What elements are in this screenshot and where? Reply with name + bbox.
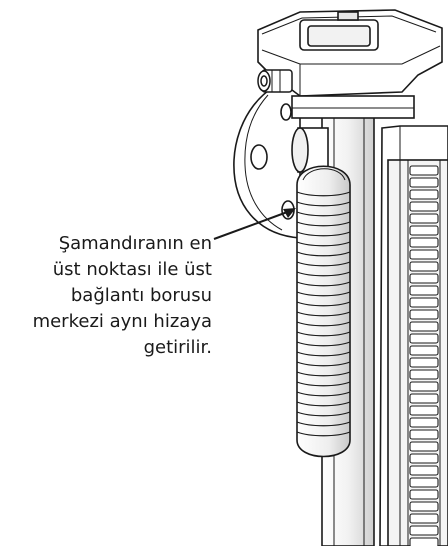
indicator-flap [409, 405, 439, 416]
indicator-flap [409, 213, 439, 224]
indicator-flap [409, 381, 439, 392]
top-housing [257, 9, 443, 119]
indicator-flap [409, 237, 439, 248]
annotation-line-2: üst noktası ile üst [52, 259, 212, 280]
float-rib [296, 301, 351, 307]
indicator-flap [409, 333, 439, 344]
indicator-flap [409, 261, 439, 272]
indicator-flap [409, 513, 439, 524]
indicator-flap [409, 321, 439, 332]
annotation-line-5: getirilir. [143, 337, 212, 358]
float [296, 165, 351, 458]
indicator-flap [409, 489, 439, 500]
indicator-flap [409, 189, 439, 200]
float-rib [296, 331, 351, 337]
cable-gland [257, 69, 293, 93]
float-rib [296, 411, 351, 417]
indicator-flap [409, 273, 439, 284]
indicator-flap [409, 225, 439, 236]
float-rib [296, 371, 351, 377]
indicator-flap [409, 477, 439, 488]
indicator-flap [409, 201, 439, 212]
indicator-flap [409, 357, 439, 368]
float-rib [296, 221, 351, 227]
float-rib [296, 401, 351, 407]
indicator-flap [409, 165, 439, 176]
annotation-line-1: Şamandıranın en [58, 233, 212, 254]
indicator-flap [409, 309, 439, 320]
indicator-flaps [409, 165, 439, 546]
float-rib [296, 191, 351, 197]
annotation-line-4: merkezi aynı hizaya [32, 311, 212, 332]
indicator-flap [409, 417, 439, 428]
float-rib [296, 431, 351, 437]
pointer-arrow [213, 208, 296, 240]
annotation-text: Şamandıranın en üst noktası ile üst bağl… [0, 231, 212, 361]
float-rib [296, 421, 351, 427]
indicator-flap [409, 441, 439, 452]
float-rib [296, 291, 351, 297]
indicator-flap [409, 177, 439, 188]
float-rib [296, 281, 351, 287]
float-rib [296, 241, 351, 247]
float-rib [296, 231, 351, 237]
indicator-flap [409, 297, 439, 308]
float-rib [296, 201, 351, 207]
indicator-flap [409, 465, 439, 476]
annotation-line-3: bağlantı borusu [70, 285, 212, 306]
upper-connection-pipe [291, 127, 329, 173]
float-rib [296, 361, 351, 367]
float-rib [296, 351, 351, 357]
float-rib [296, 391, 351, 397]
indicator-flap [409, 369, 439, 380]
float-rib [296, 251, 351, 257]
connection-flange [233, 77, 301, 239]
float-rib [296, 381, 351, 387]
indicator-flap [409, 501, 439, 512]
indicator-flap [409, 393, 439, 404]
float-ribs [296, 191, 351, 437]
float-rib [296, 271, 351, 277]
float-rib [296, 321, 351, 327]
float-rib [296, 311, 351, 317]
indicator-flap [409, 345, 439, 356]
indicator-flap [409, 453, 439, 464]
indicator-rail [379, 125, 448, 546]
indicator-flap [409, 537, 439, 546]
float-rib [296, 261, 351, 267]
indicator-flap [409, 525, 439, 536]
indicator-flap [409, 429, 439, 440]
indicator-flap [409, 249, 439, 260]
float-rib [296, 341, 351, 347]
float-rib [296, 211, 351, 217]
indicator-flap [409, 285, 439, 296]
